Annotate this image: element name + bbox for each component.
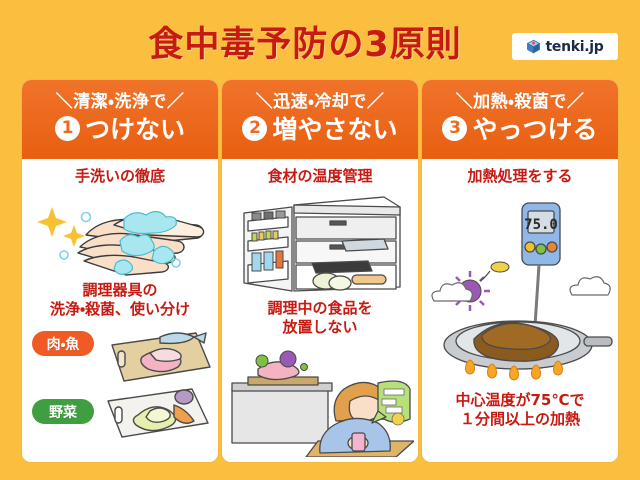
card-subtitle-2: ＼迅速・冷却で／ xyxy=(255,92,385,112)
caption-bottom-2: 調理中の食品を 放置しない xyxy=(267,299,373,336)
principle-card-3: ＼加熱・殺菌で／ 3 やっつける 加熱処理をする xyxy=(422,80,618,462)
hand-washing-illustration xyxy=(37,207,205,276)
card-heading-text-1: つけない xyxy=(84,115,185,144)
caption-top-1: 手洗いの徹底 xyxy=(74,167,165,185)
card-heading-text-2: 増やさない xyxy=(272,115,398,144)
refrigerator-illustration xyxy=(243,196,401,292)
page-title: 食中毒予防の3原則 xyxy=(148,24,462,65)
badge-meat-fish: 肉・魚 xyxy=(32,331,94,356)
woman-with-phone-illustration xyxy=(231,350,414,457)
card-header-2: ＼迅速・冷却で／ 2 増やさない xyxy=(222,80,418,159)
card-heading-2: 2 増やさない xyxy=(222,110,418,146)
tenki-logo-text: tenki.jp xyxy=(545,38,604,55)
principle-card-2: ＼迅速・冷却で／ 2 増やさない 食材の温度管理 xyxy=(222,80,418,462)
step-number-3: 3 xyxy=(442,115,468,141)
card-subtitle-1: ＼清潔・洗浄で／ xyxy=(55,92,185,112)
badge-vegetable: 野菜 xyxy=(32,399,94,424)
caption-top-2: 食材の温度管理 xyxy=(267,167,373,185)
caption-bottom-1: 調理器具の 洗浄・殺菌、使い分け xyxy=(49,281,191,318)
card-heading-3: 3 やっつける xyxy=(422,110,618,146)
tenki-cube-icon xyxy=(527,39,541,54)
header-bar: 食中毒予防の3原則 tenki.jp xyxy=(0,0,640,76)
card-heading-1: 1 つけない xyxy=(22,110,218,146)
thermometer-in-pan-illustration: 75.0 xyxy=(431,202,613,381)
step-number-1: 1 xyxy=(54,115,80,141)
card-body-2: 食材の温度管理 xyxy=(222,159,418,462)
caption-bottom-3: 中心温度が75℃で １分間以上の加熱 xyxy=(455,391,585,428)
card-heading-text-3: やっつける xyxy=(472,115,598,144)
cutting-boards-illustration xyxy=(107,332,211,438)
step-number-2: 2 xyxy=(242,115,268,141)
caption-top-3: 加熱処理をする xyxy=(467,167,573,185)
card-subtitle-3: ＼加熱・殺菌で／ xyxy=(455,92,585,112)
tenki-logo[interactable]: tenki.jp xyxy=(512,33,618,60)
badge-vegetable-label: 野菜 xyxy=(49,404,77,421)
principle-card-1: ＼清潔・洗浄で／ 1 つけない 手洗いの徹底 xyxy=(22,80,218,462)
card-body-1: 手洗いの徹底 xyxy=(22,159,218,462)
thermometer-reading: 75.0 xyxy=(524,217,558,233)
card-header-1: ＼清潔・洗浄で／ 1 つけない xyxy=(22,80,218,159)
badge-meat-fish-label: 肉・魚 xyxy=(46,336,80,353)
card-header-3: ＼加熱・殺菌で／ 3 やっつける xyxy=(422,80,618,159)
card-body-3: 加熱処理をする xyxy=(422,159,618,462)
